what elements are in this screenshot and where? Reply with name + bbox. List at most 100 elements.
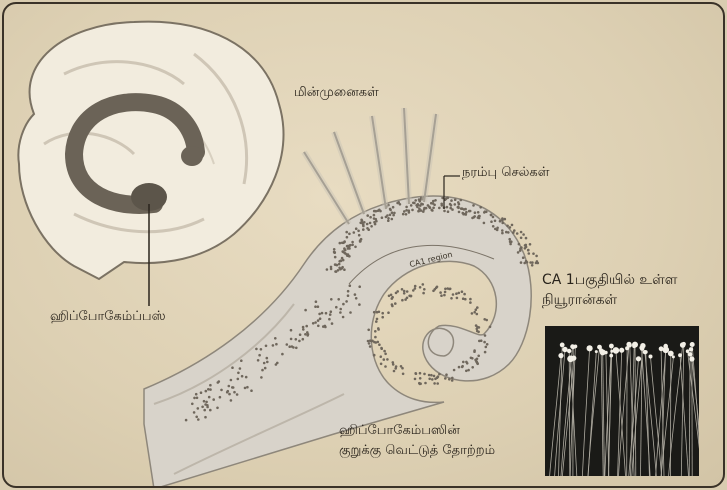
neuron-dot	[342, 259, 345, 262]
neuron-soma	[690, 342, 695, 347]
neuron-dot	[428, 206, 431, 209]
neuron-dot	[389, 208, 392, 211]
neuron-dot	[430, 209, 433, 212]
neuron-dot	[353, 231, 356, 234]
neuron-soma	[680, 342, 686, 348]
electrodes-label: மின்முனைகள்	[294, 85, 379, 101]
neuron-dot	[431, 378, 434, 381]
neuron-dot	[206, 404, 209, 407]
neuron-dot	[402, 213, 405, 216]
neuron-dot	[329, 313, 332, 316]
neuron-dot	[405, 213, 408, 216]
neuron-dot	[219, 396, 222, 399]
neuron-dot	[535, 255, 538, 258]
neuron-dot	[463, 293, 466, 296]
ca1-neurons-label-line2: நியூரான்கள்	[542, 290, 677, 310]
neuron-dot	[288, 345, 291, 348]
neuron-dot	[369, 339, 372, 342]
neuron-dot	[321, 312, 324, 315]
neuron-dot	[501, 222, 504, 225]
neuron-dot	[476, 313, 479, 316]
neuron-dot	[374, 336, 377, 339]
neuron-dot	[196, 397, 199, 400]
neuron-fiber	[569, 351, 570, 476]
neuron-dot	[197, 407, 200, 410]
neuron-soma	[609, 344, 614, 349]
neuron-dot	[339, 242, 342, 245]
neuron-soma	[636, 356, 641, 361]
neuron-dot	[428, 378, 431, 381]
neuron-fiber	[642, 348, 651, 476]
neuron-dot	[339, 308, 342, 311]
neuron-dot	[260, 376, 263, 379]
neuron-dot	[411, 209, 414, 212]
neuron-dot	[410, 295, 413, 298]
neuron-dot	[509, 226, 512, 229]
neuron-dot	[338, 263, 341, 266]
neuron-dot	[330, 298, 333, 301]
neuron-dot	[378, 343, 381, 346]
neuron-soma	[689, 356, 694, 361]
neuron-dot	[449, 207, 452, 210]
neuron-dot	[302, 326, 305, 329]
neuron-dot	[377, 328, 380, 331]
neuron-dot	[367, 340, 370, 343]
neuron-dot	[314, 305, 317, 308]
ca1-neurons-label: CA 1பகுதியில் உள்ள நியூரான்கள்	[542, 270, 677, 310]
neuron-dot	[392, 214, 395, 217]
neuron-dot	[501, 217, 504, 220]
neuron-dot	[473, 349, 476, 352]
neuron-dot	[306, 331, 309, 334]
neuron-dot	[424, 382, 427, 385]
neuron-dot	[471, 366, 474, 369]
neuron-dot	[520, 231, 523, 234]
neuron-dot	[358, 285, 361, 288]
neuron-dot	[333, 248, 336, 251]
brain-illustration	[18, 22, 283, 306]
neuron-soma	[649, 355, 653, 359]
neuron-dot	[216, 407, 219, 410]
neuron-dot	[444, 291, 447, 294]
neuron-dot	[448, 288, 451, 291]
neuron-dot	[263, 362, 266, 365]
neuron-dot	[385, 216, 388, 219]
neuron-dot	[387, 217, 390, 220]
neuron-dot	[319, 317, 322, 320]
neuron-dot	[368, 342, 371, 345]
neuron-dot	[477, 355, 480, 358]
neuron-dot	[369, 216, 372, 219]
neuron-dot	[274, 337, 277, 340]
neuron-dot	[476, 363, 479, 366]
neuron-dot	[450, 297, 453, 300]
neuron-dot	[391, 211, 394, 214]
neuron-dot	[337, 298, 340, 301]
neuron-dot	[443, 210, 446, 213]
neuron-dot	[236, 393, 239, 396]
neuron-dot	[363, 221, 366, 224]
neuron-dot	[414, 378, 417, 381]
neuron-soma	[571, 346, 575, 350]
neuron-dot	[360, 219, 363, 222]
neuron-soma	[613, 347, 620, 354]
neuron-dot	[475, 308, 478, 311]
neuron-dot	[419, 286, 422, 289]
neuron-dot	[522, 233, 525, 236]
neuron-dot	[389, 214, 392, 217]
neuron-dot	[520, 237, 523, 240]
neuron-dot	[381, 216, 384, 219]
neuron-dot	[343, 241, 346, 244]
neuron-dot	[395, 292, 398, 295]
neuron-dot	[404, 298, 407, 301]
neuron-dot	[527, 249, 530, 252]
neuron-dot	[486, 343, 489, 346]
neuron-dot	[419, 372, 422, 375]
neuron-dot	[456, 297, 459, 300]
neuron-dot	[465, 211, 468, 214]
neuron-soma	[562, 347, 567, 352]
neuron-dot	[291, 345, 294, 348]
neuron-fiber	[582, 348, 589, 476]
neuron-dot	[430, 374, 433, 377]
neuron-dot	[496, 227, 499, 230]
neuron-soma	[609, 354, 613, 358]
